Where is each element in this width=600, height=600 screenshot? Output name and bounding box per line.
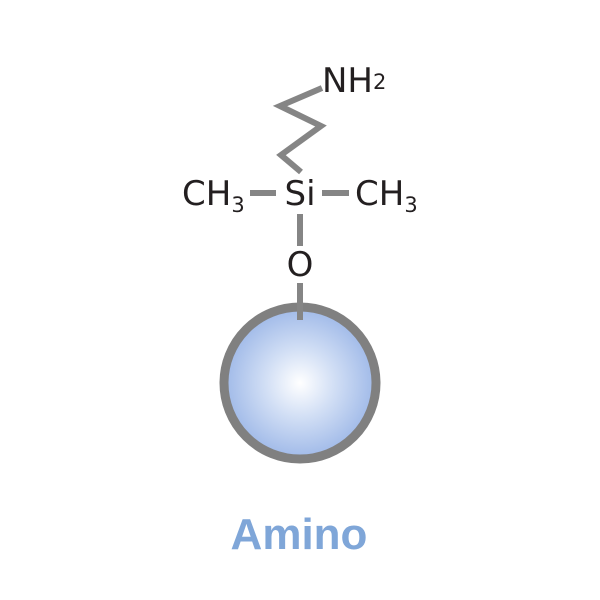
amine-subscript: 2 [373, 70, 386, 94]
methyl-group-left: CH3 [182, 174, 245, 217]
methyl-left-subscript: 3 [231, 193, 244, 217]
alkyl-chain-zigzag [272, 85, 327, 175]
particle-bead [219, 302, 381, 464]
amine-symbol: NH [322, 61, 373, 101]
methyl-right-symbol: CH [355, 174, 404, 214]
silicon-atom: Si [284, 174, 315, 214]
methyl-group-right: CH3 [355, 174, 418, 217]
methyl-left-symbol: CH [182, 174, 231, 214]
oxygen-atom: O [287, 245, 314, 285]
caption-label: Amino [231, 510, 368, 559]
amine-group: NH2 [322, 61, 386, 101]
methyl-right-subscript: 3 [404, 193, 417, 217]
